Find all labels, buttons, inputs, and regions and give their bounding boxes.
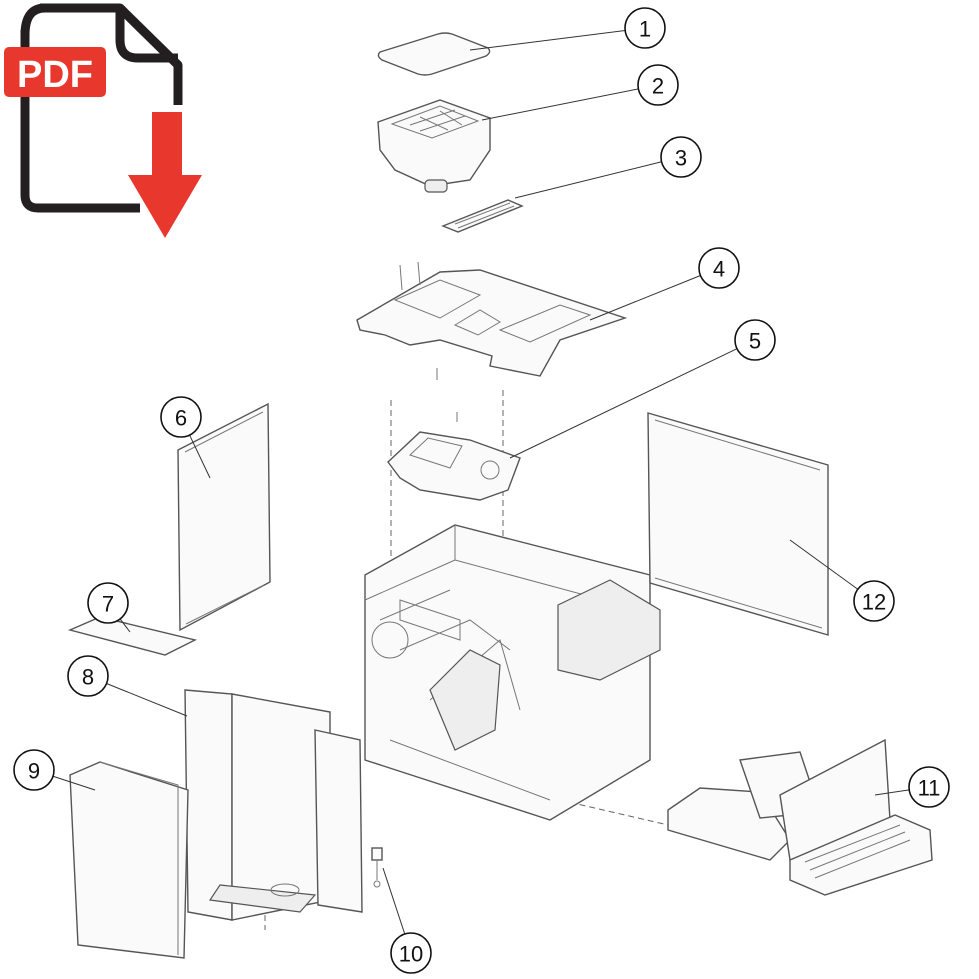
callout-7: 7 (87, 582, 131, 633)
part-8-water-tank-housing (184, 689, 363, 921)
callout-circle (853, 580, 895, 622)
callout-number: 6 (175, 406, 187, 431)
leader-line (52, 775, 96, 791)
callout-number: 10 (399, 942, 423, 967)
part-10-bracket (371, 847, 383, 888)
callout-number: 4 (713, 257, 725, 282)
leader-line (589, 275, 701, 321)
leader-line (514, 161, 662, 199)
leader-line (189, 434, 211, 479)
callout-1: 1 (469, 7, 666, 51)
callout-circle (908, 766, 950, 808)
leader-line (382, 867, 406, 935)
callout-circle (13, 749, 55, 791)
callout-circle (390, 932, 432, 974)
callout-9: 9 (13, 749, 96, 791)
callout-6: 6 (160, 396, 211, 479)
callout-circle (67, 655, 109, 697)
part-7-cover-plate (67, 616, 198, 656)
part-6-left-side-panel (177, 402, 271, 632)
callout-5: 5 (509, 319, 776, 459)
leader-line (106, 683, 188, 717)
callout-number: 8 (82, 665, 94, 690)
callout-number: 5 (749, 329, 761, 354)
callout-number: 3 (675, 146, 687, 171)
callout-2: 2 (481, 64, 679, 121)
callout-number: 11 (918, 776, 941, 801)
callout-10: 10 (382, 867, 432, 974)
part-2-bean-hopper (377, 99, 491, 193)
callout-4: 4 (589, 247, 740, 321)
callout-number: 1 (639, 17, 651, 42)
main-chassis (364, 524, 661, 821)
leader-line (119, 618, 131, 633)
callout-circle (660, 136, 702, 178)
part-11-drip-tray (667, 738, 933, 896)
pdf-label: PDF (17, 54, 93, 96)
leader-line (789, 539, 859, 590)
leader-line (469, 29, 626, 51)
part-12-right-side-panel (647, 412, 829, 636)
callout-number: 9 (28, 759, 40, 784)
leader-line (481, 88, 639, 121)
callout-number: 12 (862, 590, 886, 615)
callout-circle (624, 7, 666, 49)
callout-number: 7 (102, 592, 114, 617)
part-9-water-tank (69, 761, 189, 959)
callout-circle (734, 319, 776, 361)
part-5-funnel-unit (387, 368, 521, 501)
callout-circle (160, 396, 202, 438)
callout-12: 12 (789, 539, 895, 622)
callout-number: 2 (652, 74, 664, 99)
callout-11: 11 (874, 766, 950, 808)
callout-3: 3 (514, 136, 702, 199)
callout-8: 8 (67, 655, 188, 717)
callout-circle (87, 582, 129, 624)
leader-line (509, 348, 738, 459)
callout-circle (637, 64, 679, 106)
callout-circle (698, 247, 740, 289)
part-4-top-cover (356, 261, 628, 377)
part-3-grille (441, 199, 524, 233)
pdf-download-icon[interactable]: PDF (4, 3, 202, 238)
part-1-lid (377, 32, 491, 76)
leader-line (874, 789, 910, 796)
